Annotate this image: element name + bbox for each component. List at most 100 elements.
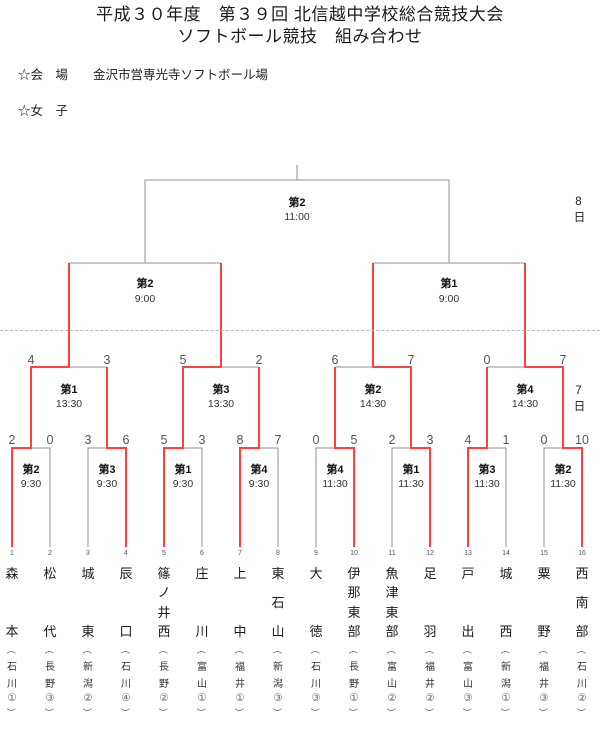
match-score-right: 7 [274, 433, 282, 447]
team-name: 東石山 [271, 566, 285, 639]
match-score-left: 0 [540, 433, 548, 447]
round1-time: 9:30 [172, 478, 194, 490]
day-separator-line [0, 330, 600, 331]
team-number: 7 [238, 550, 242, 557]
team-name: 魚津東部 [385, 566, 399, 639]
match-score-right: 3 [198, 433, 206, 447]
team-name: 松代 [43, 566, 57, 639]
day-label-quarterfinal: 7日 [572, 385, 585, 415]
match-score-right: 6 [122, 433, 130, 447]
team-name: 上中 [233, 566, 247, 639]
team-number: 2 [48, 550, 52, 557]
final-time: 11:00 [284, 211, 310, 223]
team-number: 12 [426, 550, 434, 557]
day-label-final: 8日 [572, 196, 585, 226]
match-score-right: 3 [103, 353, 111, 367]
match-score-right: 0 [46, 433, 54, 447]
team-name: 森本 [5, 566, 19, 639]
match-score-left: 5 [179, 353, 187, 367]
match-score-left: 2 [8, 433, 16, 447]
semifinal-label: 第2 [136, 278, 154, 290]
team-name: 大徳 [309, 566, 323, 639]
team-name: 辰口 [119, 566, 133, 639]
team-name: 城東 [81, 566, 95, 639]
match-score-right: 3 [426, 433, 434, 447]
round1-time: 9:30 [96, 478, 118, 490]
team-name: 城西 [499, 566, 513, 639]
team-name: 足羽 [423, 566, 437, 639]
venue-line: ☆会 場 金沢市営専光寺ソフトボール場 [18, 68, 269, 82]
match-score-left: 6 [331, 353, 339, 367]
match-score-left: 2 [388, 433, 396, 447]
team-number: 10 [350, 550, 358, 557]
match-score-left: 0 [483, 353, 491, 367]
round1-time: 11:30 [550, 478, 576, 490]
team-name: 粟野 [537, 566, 551, 639]
match-score-left: 4 [27, 353, 35, 367]
team-number: 9 [314, 550, 318, 557]
team-number: 11 [388, 550, 396, 557]
team-number: 16 [578, 550, 586, 557]
match-score-right: 7 [559, 353, 567, 367]
team-name: 篠ノ井西 [157, 566, 171, 639]
team-number: 13 [464, 550, 472, 557]
team-number: 6 [200, 550, 204, 557]
quarterfinal-time: 14:30 [511, 398, 539, 410]
quarterfinal-label: 第2 [364, 384, 382, 396]
team-number: 1 [10, 550, 14, 557]
round1-time: 11:30 [474, 478, 500, 490]
quarterfinal-time: 14:30 [359, 398, 387, 410]
round1-label: 第1 [402, 464, 420, 476]
team-number: 3 [86, 550, 90, 557]
match-score-left: 8 [236, 433, 244, 447]
team-number: 15 [540, 550, 548, 557]
team-name: 伊那東部 [347, 566, 361, 639]
round1-label: 第2 [22, 464, 40, 476]
match-score-right: 7 [407, 353, 415, 367]
match-score-left: 4 [464, 433, 472, 447]
team-number: 8 [276, 550, 280, 557]
semifinal-time: 9:00 [134, 293, 156, 305]
match-score-left: 5 [160, 433, 168, 447]
round1-time: 11:30 [398, 478, 424, 490]
page-subtitle: ソフトボール競技 組み合わせ [177, 27, 423, 46]
round1-label: 第4 [326, 464, 344, 476]
round1-time: 11:30 [322, 478, 348, 490]
round1-label: 第1 [174, 464, 192, 476]
quarterfinal-time: 13:30 [55, 398, 83, 410]
team-name: 庄川 [195, 566, 209, 639]
match-score-left: 0 [312, 433, 320, 447]
division-line: ☆女 子 [18, 104, 69, 118]
quarterfinal-time: 13:30 [207, 398, 235, 410]
page-title: 平成３０年度 第３９回 北信越中学校総合競技大会 [96, 5, 504, 24]
team-name: 戸出 [461, 566, 475, 639]
final-label: 第2 [288, 197, 306, 209]
quarterfinal-label: 第3 [212, 384, 230, 396]
team-number: 14 [502, 550, 510, 557]
round1-label: 第3 [98, 464, 116, 476]
round1-time: 9:30 [20, 478, 42, 490]
match-score-left: 3 [84, 433, 92, 447]
round1-time: 9:30 [248, 478, 270, 490]
team-name: 西南部 [575, 566, 589, 639]
match-score-right: 1 [502, 433, 510, 447]
match-score-right: 5 [350, 433, 358, 447]
match-score-right: 2 [255, 353, 263, 367]
